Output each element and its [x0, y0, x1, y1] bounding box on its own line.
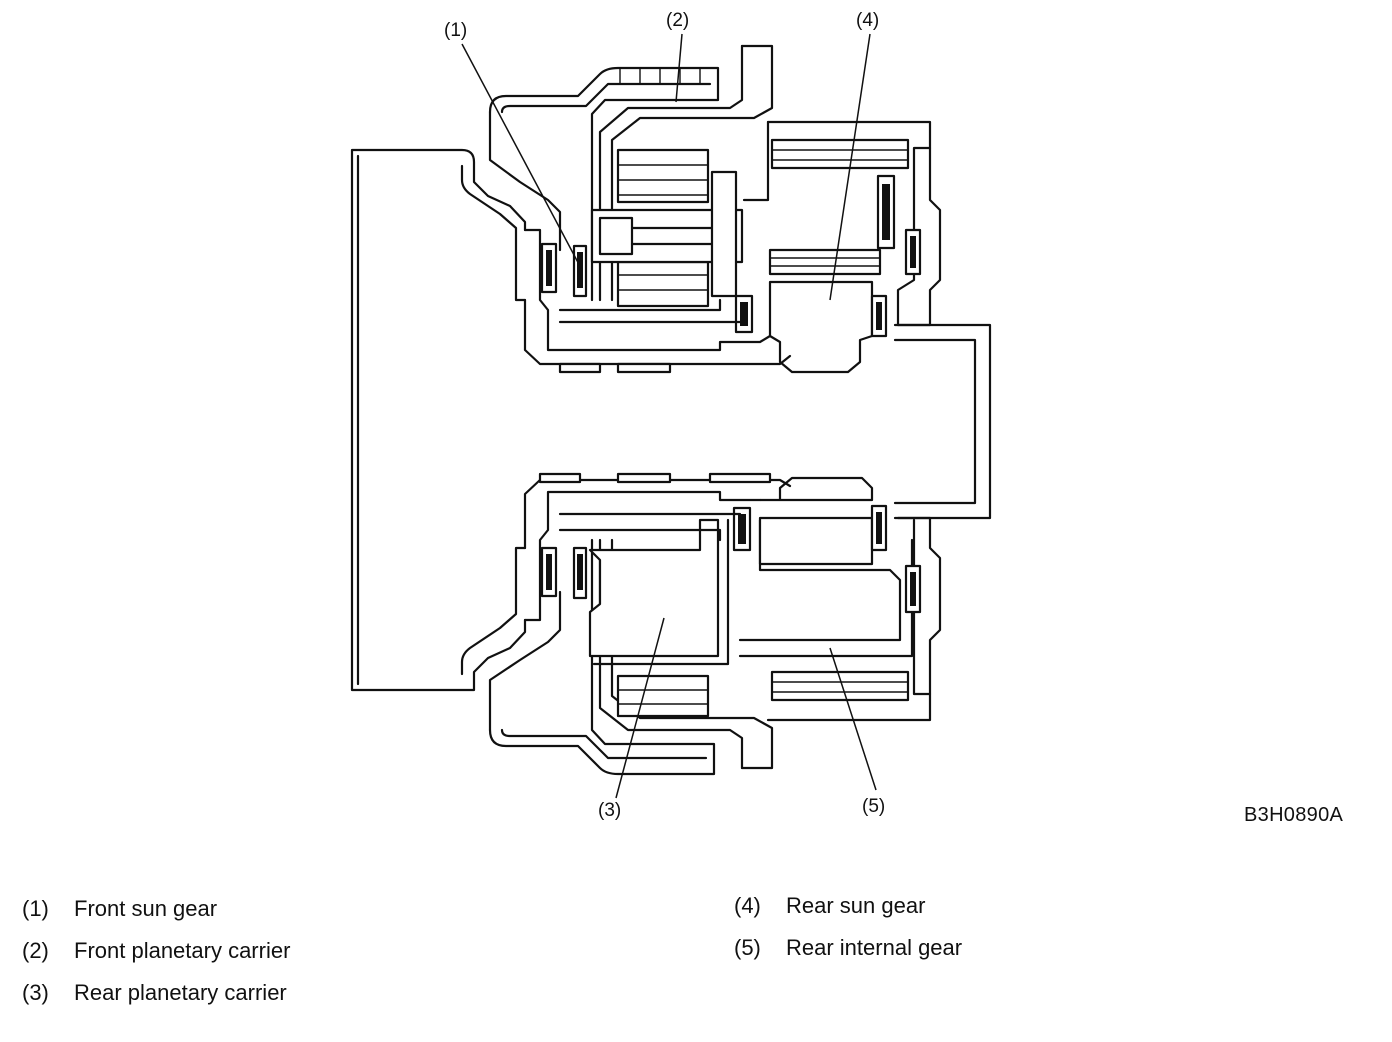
legend-text: Rear sun gear	[786, 893, 926, 918]
left-drum	[350, 148, 527, 692]
leader-2	[675, 33, 683, 103]
figure-code: B3H0890A	[1244, 804, 1344, 826]
legend-number: (1)	[22, 896, 49, 921]
leader-1	[461, 43, 583, 271]
legend-number: (5)	[734, 935, 761, 960]
callout-1: (1)	[444, 20, 467, 41]
callout-3: (3)	[598, 800, 621, 821]
legend-text: Front planetary carrier	[74, 938, 291, 963]
leader-4	[829, 33, 871, 301]
callout-5: (5)	[862, 796, 885, 817]
legend-text: Front sun gear	[74, 896, 218, 921]
legend-number: (2)	[22, 938, 49, 963]
output-shaft	[893, 323, 992, 520]
legend-number: (4)	[734, 893, 761, 918]
callout-4: (4)	[856, 10, 879, 31]
callout-2: (2)	[666, 10, 689, 31]
leader-lines	[461, 33, 877, 799]
legend-text: Rear internal gear	[786, 935, 963, 960]
leader-5	[829, 647, 877, 791]
legend-text: Rear planetary carrier	[74, 980, 287, 1005]
leader-3	[615, 617, 665, 799]
lower-assembly	[488, 472, 942, 776]
legend-number: (3)	[22, 980, 49, 1005]
upper-assembly	[488, 44, 942, 374]
